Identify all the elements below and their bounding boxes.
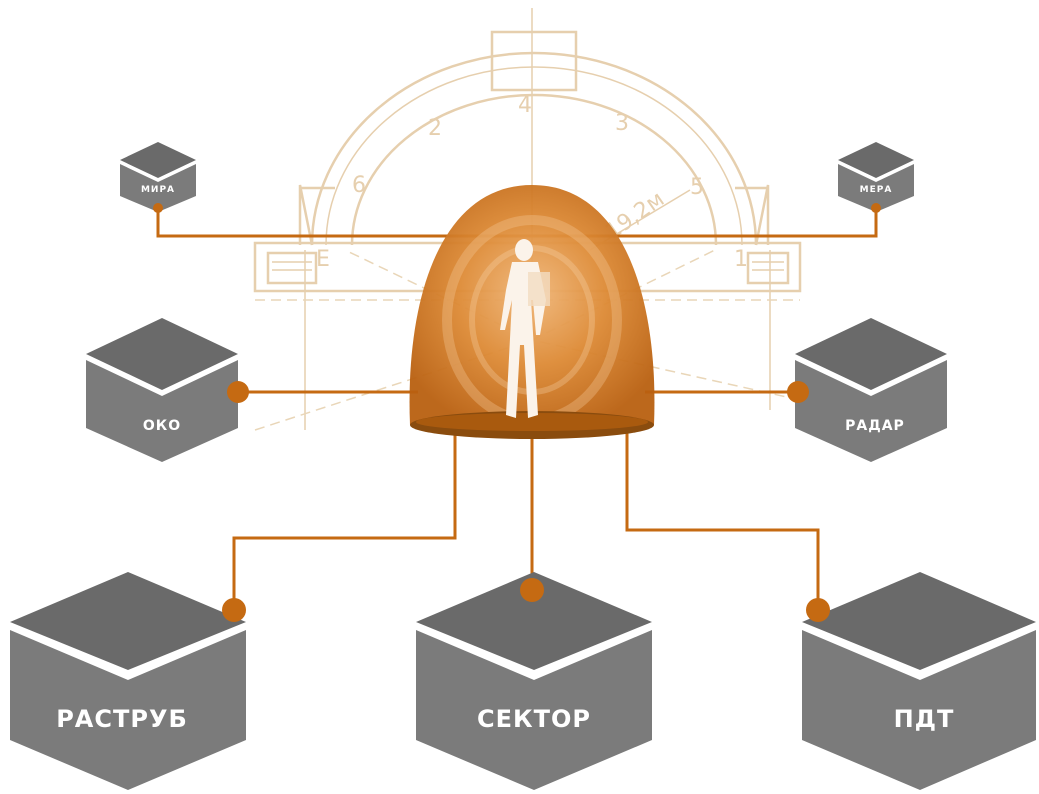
sketch-label: 6 bbox=[352, 173, 366, 198]
sketch-label: 4 bbox=[518, 93, 532, 118]
node-label-radar: РАДАР bbox=[845, 418, 905, 434]
connector-dot bbox=[871, 203, 881, 213]
node-oko[interactable]: ОКО bbox=[85, 318, 239, 462]
node-pdt[interactable]: ПДТ bbox=[801, 572, 1037, 790]
connector-dot bbox=[806, 598, 830, 622]
node-label-mera: МЕРА bbox=[860, 185, 893, 195]
connector-dot bbox=[222, 598, 246, 622]
sketch-label: 5 bbox=[690, 175, 704, 200]
connector-dot bbox=[227, 381, 249, 403]
bell-jar[interactable] bbox=[409, 185, 655, 439]
node-label-oko: ОКО bbox=[143, 418, 181, 434]
connector-dot bbox=[153, 203, 163, 213]
node-rastrub[interactable]: РАСТРУБ bbox=[9, 572, 247, 790]
connector-dot bbox=[520, 578, 544, 602]
sketch-label: 1 bbox=[734, 247, 748, 272]
man-figure-icon bbox=[500, 239, 550, 418]
node-label-rastrub: РАСТРУБ bbox=[56, 705, 188, 733]
sketch-label: 3 bbox=[615, 111, 629, 136]
node-sektor[interactable]: СЕКТОР bbox=[415, 572, 653, 790]
node-label-mira: МИРА bbox=[141, 185, 175, 195]
node-label-pdt: ПДТ bbox=[894, 705, 955, 733]
node-mira[interactable]: МИРА bbox=[119, 142, 197, 212]
sketch-label: E bbox=[316, 247, 330, 272]
node-radar[interactable]: РАДАР bbox=[794, 318, 948, 462]
connector-dot bbox=[787, 381, 809, 403]
node-label-sektor: СЕКТОР bbox=[477, 705, 591, 733]
node-mera[interactable]: МЕРА bbox=[837, 142, 915, 212]
sketch-label: 2 bbox=[428, 116, 442, 141]
